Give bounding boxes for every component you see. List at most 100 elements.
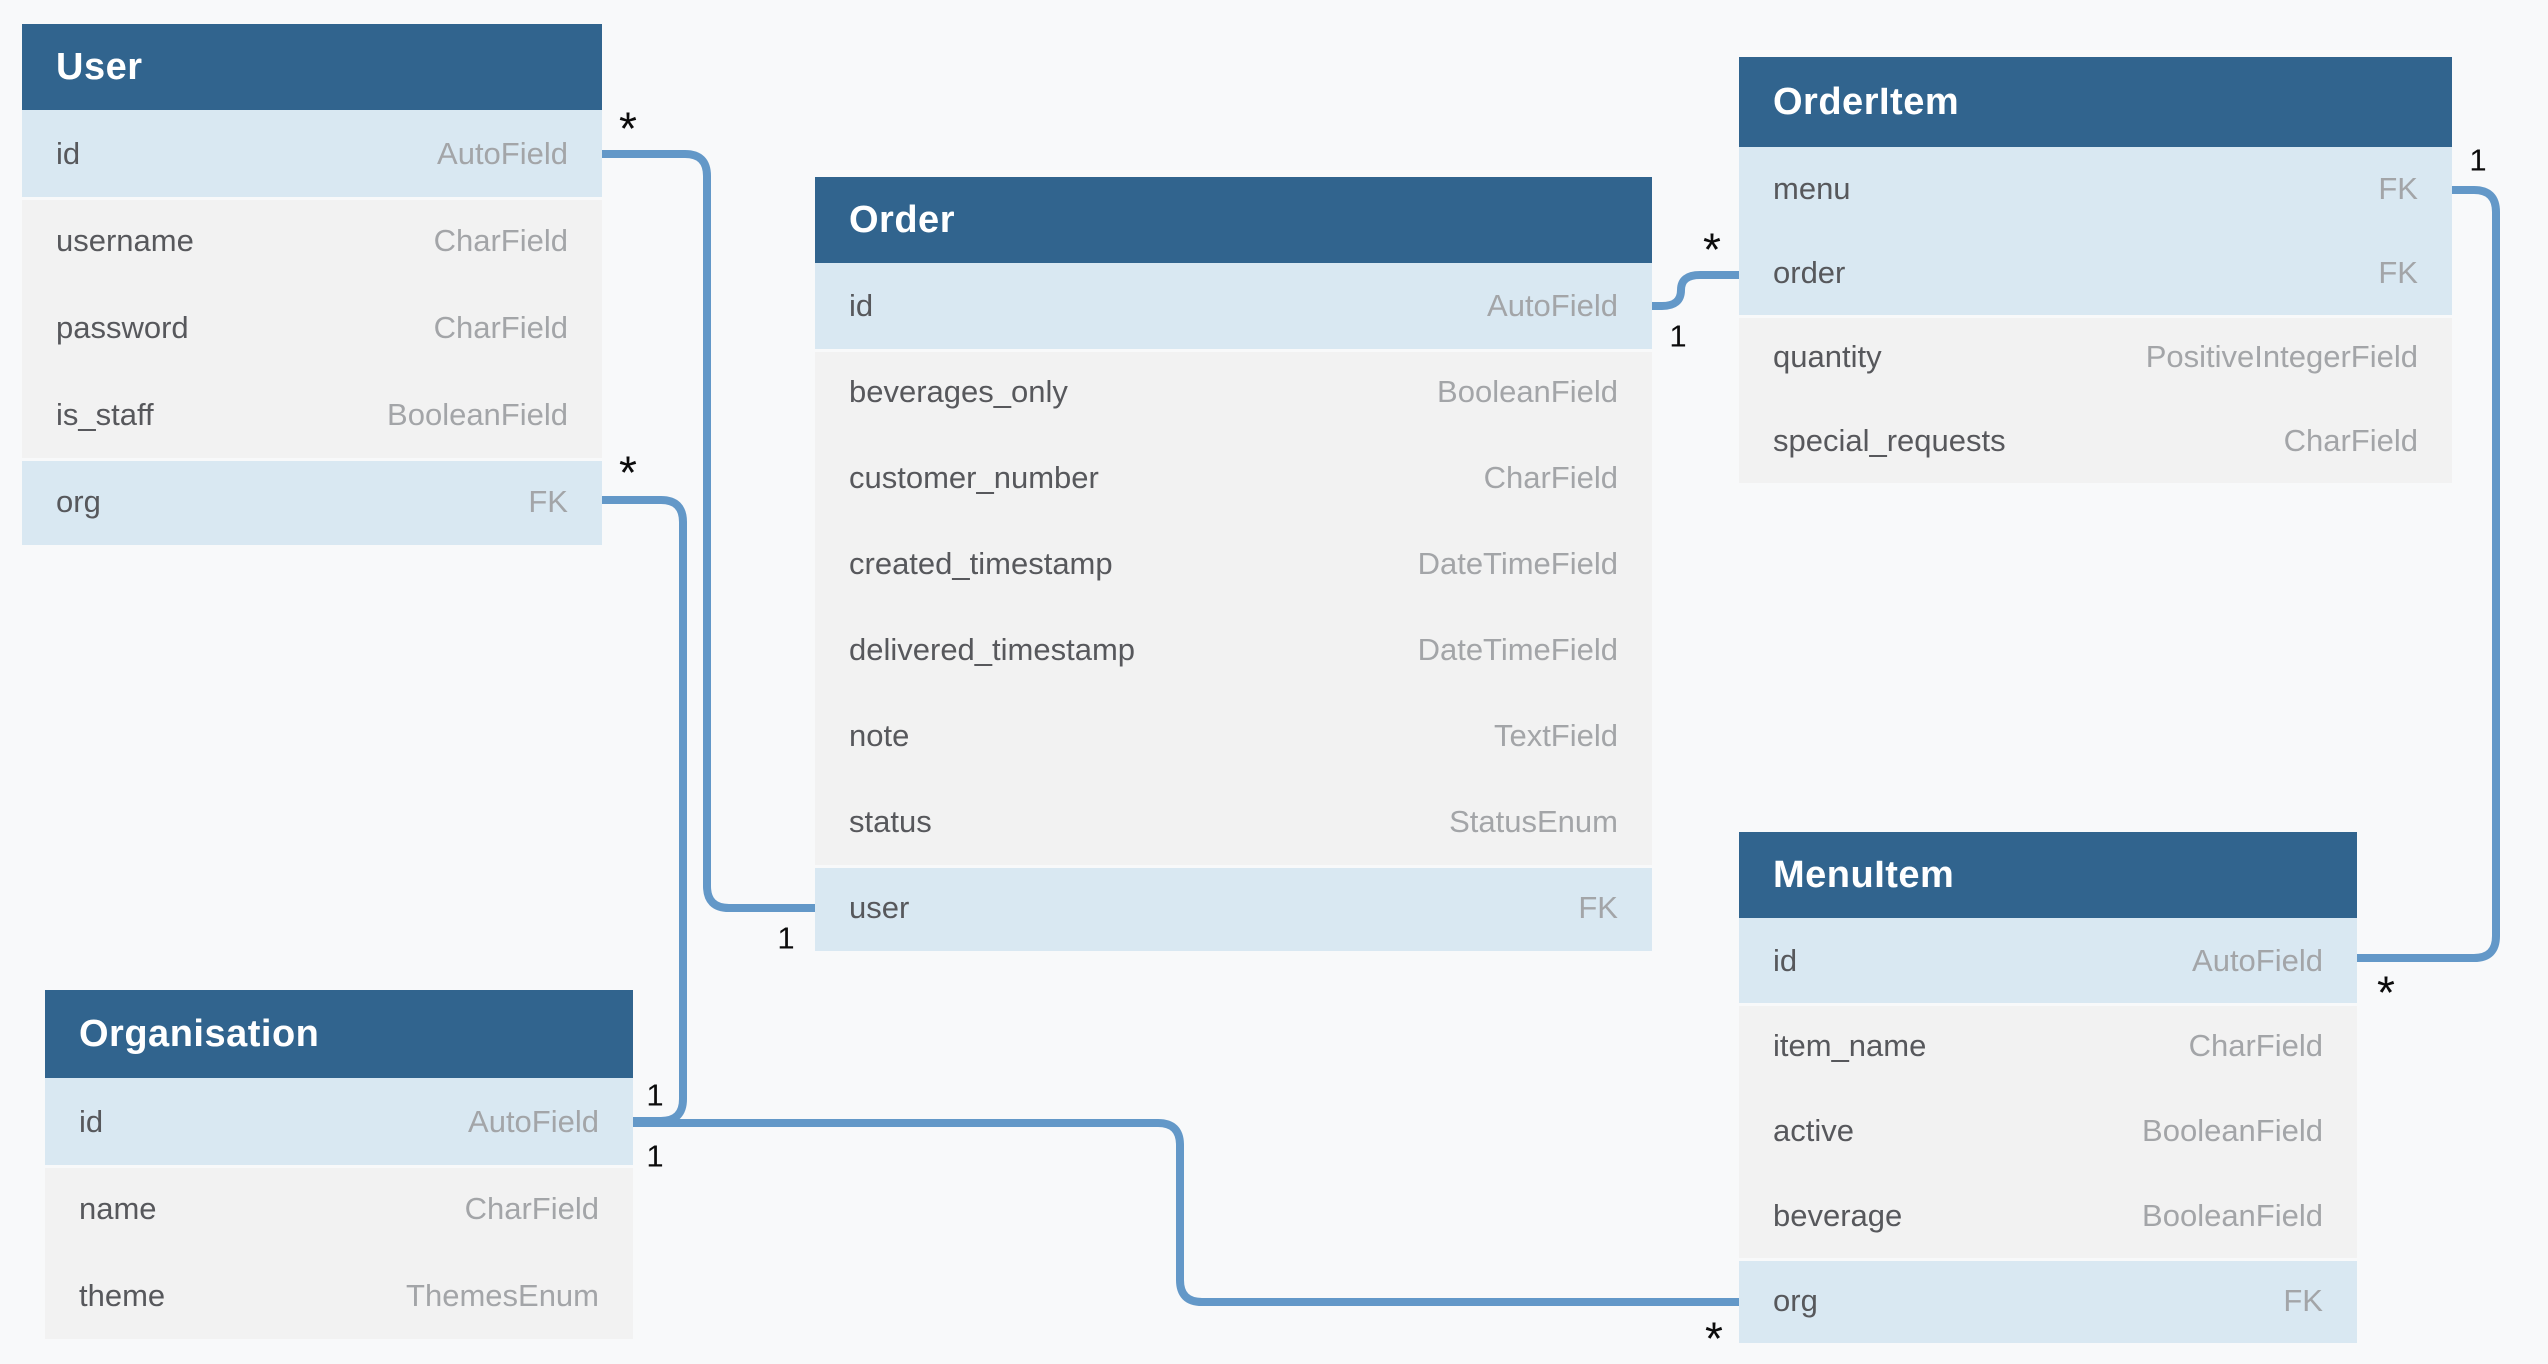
field-name: org (1773, 1282, 1818, 1318)
field-type: DateTimeField (1417, 546, 1618, 581)
field-row-id: id AutoField (45, 1078, 633, 1165)
field-row-user: user FK (815, 865, 1652, 951)
field-name: order (1773, 255, 1846, 290)
entity-title: Organisation (79, 1012, 320, 1055)
field-name: customer_number (849, 460, 1099, 495)
field-name: name (79, 1190, 157, 1226)
field-name: delivered_timestamp (849, 632, 1136, 667)
field-type: AutoField (1487, 288, 1618, 323)
field-row-beverage: beverage BooleanField (1739, 1173, 2357, 1258)
cardinality-many-label: * (1703, 223, 1721, 276)
field-name: beverages_only (849, 374, 1068, 409)
relationship-line (1652, 271, 1739, 310)
entity-title: MenuItem (1773, 853, 1955, 896)
field-row-status: status StatusEnum (815, 779, 1652, 865)
field-name: created_timestamp (849, 546, 1113, 581)
field-name: id (56, 135, 81, 171)
entity-organisation[interactable]: Organisation id AutoField name CharField them… (45, 990, 633, 1339)
entity-header[interactable]: Organisation (45, 990, 633, 1078)
field-type: BooleanField (1437, 374, 1618, 409)
field-type: CharField (2283, 423, 2418, 458)
cardinality-one-label: 1 (777, 920, 795, 956)
relationship-line (633, 1119, 1739, 1306)
cardinality-one-label: 1 (2469, 142, 2487, 178)
entity-header[interactable]: User (22, 24, 602, 110)
field-row-active: active BooleanField (1739, 1088, 2357, 1173)
field-type: AutoField (468, 1103, 599, 1139)
field-row-theme: theme ThemesEnum (45, 1252, 633, 1339)
field-row-password: password CharField (22, 284, 602, 371)
field-name: id (79, 1103, 104, 1139)
entity-title: Order (849, 198, 955, 241)
field-row-id: id AutoField (1739, 918, 2357, 1003)
field-type: DateTimeField (1417, 632, 1618, 667)
field-name: password (56, 309, 189, 345)
field-type: FK (2283, 1282, 2323, 1318)
field-row-customer_number: customer_number CharField (815, 435, 1652, 521)
cardinality-one-label: 1 (1669, 318, 1687, 354)
field-type: StatusEnum (1449, 804, 1618, 839)
field-type: CharField (464, 1190, 599, 1226)
field-type: PositiveIntegerField (2145, 339, 2418, 374)
field-type: ThemesEnum (406, 1277, 599, 1313)
field-name: note (849, 718, 910, 753)
cardinality-one-label: 1 (646, 1077, 664, 1113)
field-row-org: org FK (1739, 1258, 2357, 1343)
entity-header[interactable]: MenuItem (1739, 832, 2357, 918)
field-name: item_name (1773, 1027, 1927, 1063)
field-type: FK (1578, 890, 1618, 925)
field-type: CharField (433, 309, 568, 345)
field-row-id: id AutoField (22, 110, 602, 197)
field-name: quantity (1773, 339, 1882, 374)
field-type: CharField (1483, 460, 1618, 495)
cardinality-one-label: 1 (646, 1138, 664, 1174)
field-row-quantity: quantity PositiveIntegerField (1739, 315, 2452, 399)
field-type: BooleanField (2142, 1197, 2323, 1233)
field-name: username (56, 222, 194, 258)
cardinality-many-label: * (1705, 1312, 1723, 1364)
field-name: theme (79, 1277, 166, 1313)
field-type: AutoField (2192, 942, 2323, 978)
field-name: is_staff (56, 396, 154, 432)
field-name: id (1773, 942, 1798, 978)
relationship-line (602, 150, 815, 912)
field-name: org (56, 483, 101, 519)
field-name: id (849, 288, 874, 323)
field-name: special_requests (1773, 423, 2006, 458)
entity-title: OrderItem (1773, 80, 1960, 123)
field-row-item_name: item_name CharField (1739, 1003, 2357, 1088)
entity-header[interactable]: Order (815, 177, 1652, 263)
field-type: CharField (2188, 1027, 2323, 1063)
entity-order[interactable]: Order id AutoField beverages_only BooleanFie… (815, 177, 1652, 951)
field-type: FK (2378, 255, 2418, 290)
field-row-note: note TextField (815, 693, 1652, 779)
field-type: AutoField (437, 135, 568, 171)
field-row-id: id AutoField (815, 263, 1652, 349)
field-type: BooleanField (2142, 1112, 2323, 1148)
cardinality-many-label: * (619, 446, 637, 499)
field-name: beverage (1773, 1197, 1903, 1233)
field-row-special_requests: special_requests CharField (1739, 399, 2452, 483)
field-name: status (849, 804, 932, 839)
cardinality-many-label: * (2377, 966, 2395, 1019)
field-name: user (849, 890, 910, 925)
cardinality-many-label: * (619, 102, 637, 155)
entity-menuitem[interactable]: MenuItem id AutoField item_name CharField act… (1739, 832, 2357, 1343)
field-row-created_timestamp: created_timestamp DateTimeField (815, 521, 1652, 607)
field-row-beverages_only: beverages_only BooleanField (815, 349, 1652, 435)
field-row-name: name CharField (45, 1165, 633, 1252)
field-row-order: order FK (1739, 231, 2452, 315)
field-name: menu (1773, 171, 1851, 206)
field-name: active (1773, 1112, 1854, 1148)
field-row-delivered_timestamp: delivered_timestamp DateTimeField (815, 607, 1652, 693)
entity-title: User (56, 45, 143, 88)
entity-header[interactable]: OrderItem (1739, 57, 2452, 147)
field-type: TextField (1493, 718, 1618, 753)
